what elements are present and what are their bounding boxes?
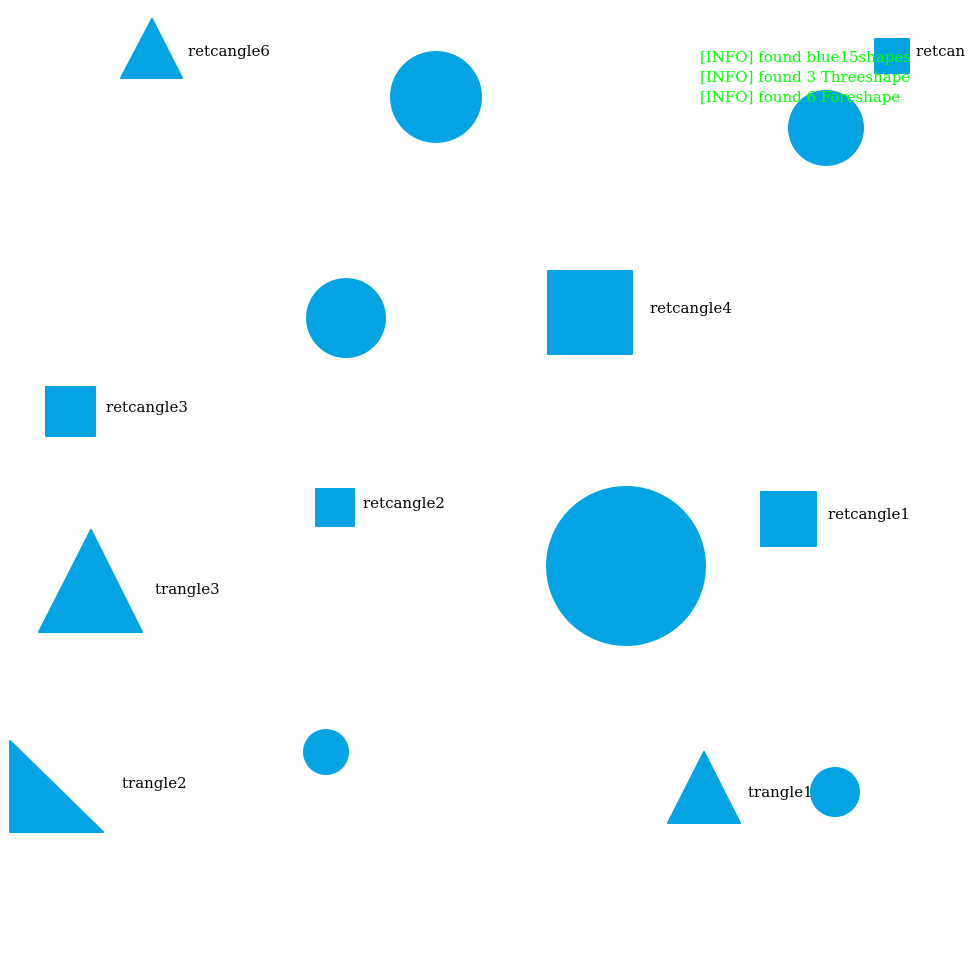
info-log: [INFO] found blue15shapes [INFO] found 3… xyxy=(700,48,911,106)
shape-label: retcangle3 xyxy=(106,398,188,416)
log-line: [INFO] found 6 Foreshape xyxy=(700,88,900,106)
circle-shape xyxy=(306,278,386,358)
shape-label: trangle3 xyxy=(155,580,220,598)
circle-shape xyxy=(788,90,864,166)
square-shape xyxy=(760,491,817,547)
triangle-shape xyxy=(667,751,741,824)
shape-label: trangle1 xyxy=(748,783,813,801)
circle-shape xyxy=(303,729,349,775)
shape-label: retcangle2 xyxy=(363,494,445,512)
shape-label: retcangle6 xyxy=(188,42,270,60)
shape-label: retcan xyxy=(916,42,965,60)
triangle-shape xyxy=(9,740,104,833)
log-line: [INFO] found 3 Threeshape xyxy=(700,68,910,86)
square-shape xyxy=(315,488,355,527)
labels-layer: retcangle6 retcan retcangle4 retcangle3 retc… xyxy=(106,42,965,801)
circle-shape xyxy=(810,767,860,817)
circle-shape xyxy=(546,486,706,646)
shape-label: retcangle4 xyxy=(650,299,732,317)
triangle-shape xyxy=(120,18,183,79)
shape-label: trangle2 xyxy=(122,774,187,792)
circle-shape xyxy=(390,51,482,143)
triangle-shape xyxy=(38,529,143,633)
log-line: [INFO] found blue15shapes xyxy=(700,48,911,66)
square-shape xyxy=(547,270,633,355)
square-shape xyxy=(874,38,910,74)
square-shape xyxy=(45,386,96,437)
shapes-layer xyxy=(9,18,910,833)
shape-label: retcangle1 xyxy=(828,505,910,523)
